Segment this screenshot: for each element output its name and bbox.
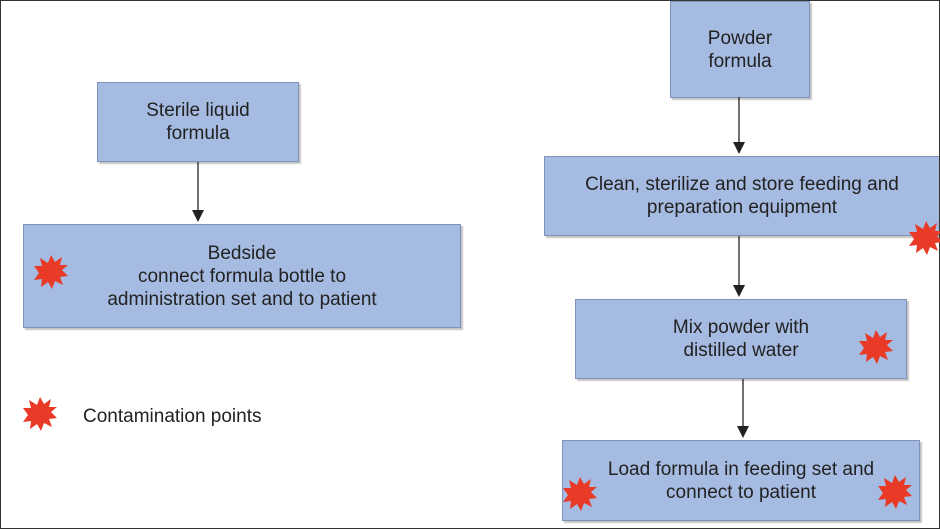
node-clean-sterilize-store: Clean, sterilize and store feeding and p… (544, 156, 939, 236)
node-line: Powder (707, 27, 773, 49)
node-line: Mix powder with (672, 317, 810, 338)
node-line: distilled water (683, 340, 799, 361)
node-line: preparation equipment (646, 197, 838, 218)
node-bedside-connect: Bedside connect formula bottle to admini… (23, 224, 461, 328)
node-line: formula (708, 50, 772, 72)
node-line: Load formula in feeding set and (607, 458, 875, 480)
node-load-formula: Load formula in feeding set and connect … (562, 440, 920, 521)
node-powder-formula: Powder formula (670, 1, 810, 98)
legend-label: Contamination points (83, 406, 262, 427)
node-line: connect formula bottle to (137, 265, 347, 287)
node-line: Bedside (207, 242, 277, 264)
node-line: administration set and to patient (107, 288, 377, 310)
node-line: Sterile liquid (146, 100, 250, 121)
node-mix-powder: Mix powder with distilled water (575, 299, 907, 379)
node-line: formula (166, 123, 230, 144)
node-sterile-liquid-formula: Sterile liquid formula (97, 82, 299, 162)
node-line: Clean, sterilize and store feeding and (585, 174, 899, 195)
node-line: connect to patient (666, 481, 816, 503)
